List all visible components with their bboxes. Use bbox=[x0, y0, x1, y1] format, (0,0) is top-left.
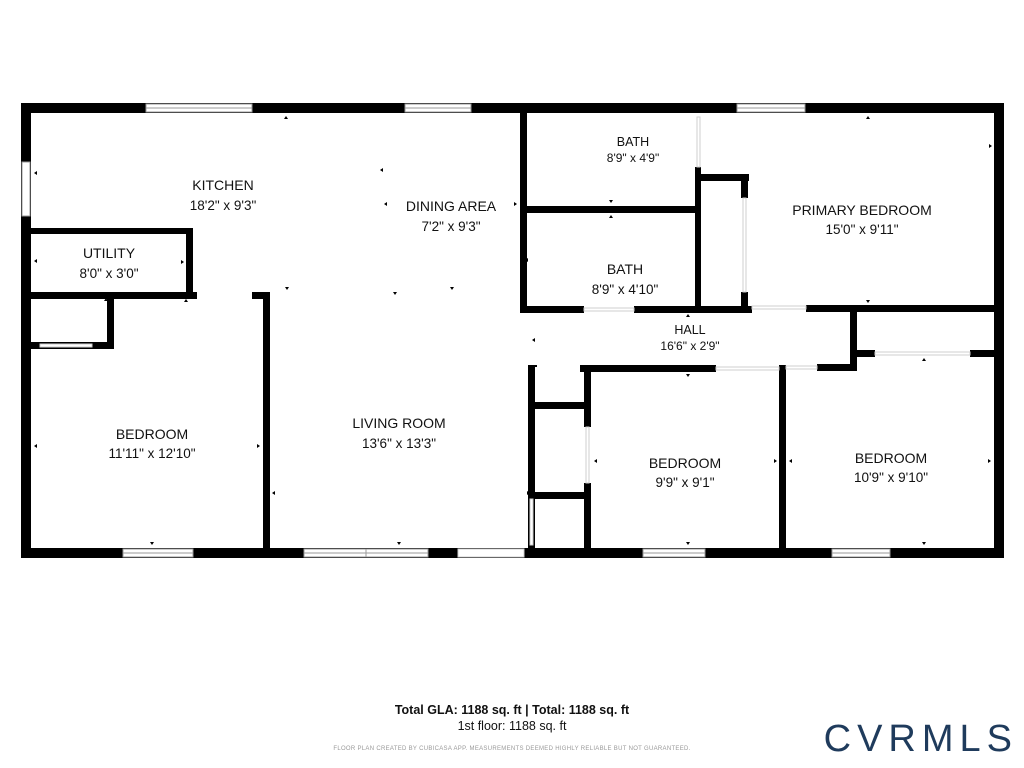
kitchen-label: KITCHEN bbox=[192, 177, 253, 193]
bath-lower-label: BATH bbox=[607, 261, 643, 277]
primary-bedroom-dimensions: 15'0" x 9'11" bbox=[825, 222, 898, 237]
floor-area-text: 1st floor: 1188 sq. ft bbox=[457, 719, 567, 733]
bath-upper-label: BATH bbox=[617, 135, 649, 149]
total-area-text: Total GLA: 1188 sq. ft | Total: 1188 sq.… bbox=[394, 703, 630, 717]
bedroom-left-dimensions: 11'11" x 12'10" bbox=[108, 446, 195, 461]
bedroom-middle-dimensions: 9'9" x 9'1" bbox=[655, 475, 714, 490]
bedroom-middle-label: BEDROOM bbox=[649, 455, 721, 471]
bedroom-left-label: BEDROOM bbox=[116, 426, 188, 442]
bath-upper-dimensions: 8'9" x 4'9" bbox=[607, 151, 659, 165]
bedroom-right-dimensions: 10'9" x 9'10" bbox=[854, 470, 928, 485]
dining-area-dimensions: 7'2" x 9'3" bbox=[421, 219, 480, 234]
primary-bedroom-label: PRIMARY BEDROOM bbox=[792, 202, 932, 218]
logo-text: CVRMLS bbox=[823, 717, 1018, 760]
cvrmls-logo: CVRMLS bbox=[824, 716, 1018, 762]
bedroom-right-label: BEDROOM bbox=[855, 450, 927, 466]
hall-dimensions: 16'6" x 2'9" bbox=[660, 339, 719, 353]
bath-lower-dimensions: 8'9" x 4'10" bbox=[592, 282, 659, 297]
living-room-dimensions: 13'6" x 13'3" bbox=[362, 436, 436, 451]
plan-footer: Total GLA: 1188 sq. ft | Total: 1188 sq.… bbox=[0, 702, 1024, 752]
interior-walls bbox=[31, 113, 994, 548]
door-openings bbox=[39, 116, 971, 546]
utility-label: UTILITY bbox=[83, 245, 136, 261]
disclaimer-text: FLOOR PLAN CREATED BY CUBICASA APP. MEAS… bbox=[333, 746, 691, 752]
kitchen-dimensions: 18'2" x 9'3" bbox=[190, 198, 257, 213]
room-labels: KITCHEN 18'2" x 9'3" DINING AREA 7'2" x … bbox=[79, 135, 931, 490]
dining-area-label: DINING AREA bbox=[406, 198, 497, 214]
measurement-markers bbox=[34, 116, 992, 545]
living-room-label: LIVING ROOM bbox=[352, 415, 445, 431]
windows bbox=[21, 103, 891, 558]
utility-dimensions: 8'0" x 3'0" bbox=[79, 266, 138, 281]
hall-label: HALL bbox=[674, 323, 705, 337]
